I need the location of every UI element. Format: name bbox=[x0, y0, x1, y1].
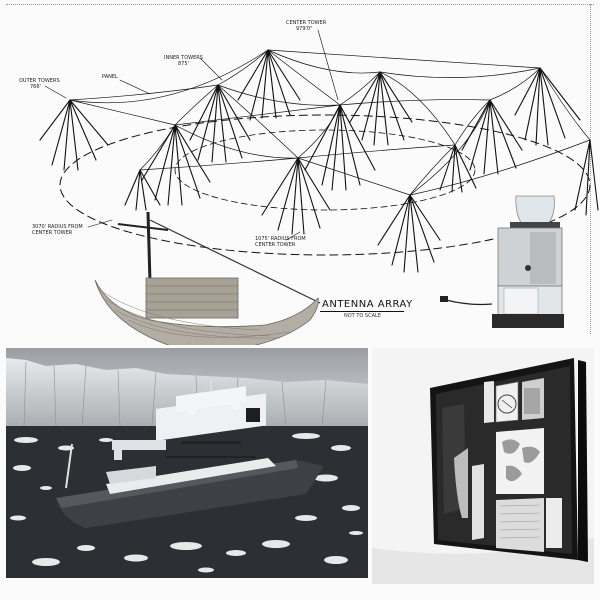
reed-boat bbox=[94, 211, 321, 345]
research-ship bbox=[56, 380, 324, 528]
outer-radius-label-2: CENTER TOWER bbox=[32, 230, 73, 236]
research-ship-render bbox=[6, 348, 368, 578]
antenna-array-drawing bbox=[39, 29, 599, 345]
outer-towers-height: 766' bbox=[30, 84, 41, 90]
display-scene bbox=[372, 348, 594, 584]
inner-towers-label: INNER TOWERS bbox=[164, 55, 203, 61]
ice-floes bbox=[10, 433, 363, 573]
inner-radius-label-1: 1075' RADIUS FROM bbox=[255, 236, 306, 242]
title-underline bbox=[320, 311, 404, 312]
outer-towers-label: OUTER TOWERS bbox=[19, 78, 60, 84]
center-tower-label: CENTER TOWER bbox=[286, 20, 327, 26]
towers bbox=[39, 49, 599, 273]
ship-scene bbox=[6, 348, 368, 578]
center-tower-height: 979'0" bbox=[296, 26, 313, 32]
outer-radius-ring bbox=[59, 114, 591, 256]
inner-radius-label-2: CENTER TOWER bbox=[255, 242, 296, 248]
label-leaders bbox=[44, 29, 339, 241]
panel-wires bbox=[69, 49, 591, 196]
diagram-title: ANTENNA ARRAY bbox=[322, 299, 413, 310]
page-border-top bbox=[6, 4, 594, 5]
page-border-right bbox=[590, 4, 591, 334]
inner-towers-height: 875' bbox=[178, 61, 189, 67]
antenna-array-diagram: CENTER TOWER 979'0" INNER TOWERS 875' OU… bbox=[19, 20, 599, 345]
panel-label: PANEL bbox=[102, 74, 118, 80]
ice-crusher-appliance bbox=[440, 195, 564, 328]
outer-radius-label-1: 3070' RADIUS FROM bbox=[32, 224, 83, 230]
diagram-subtitle: NOT TO SCALE bbox=[344, 313, 381, 319]
display-panel-render bbox=[372, 348, 594, 584]
